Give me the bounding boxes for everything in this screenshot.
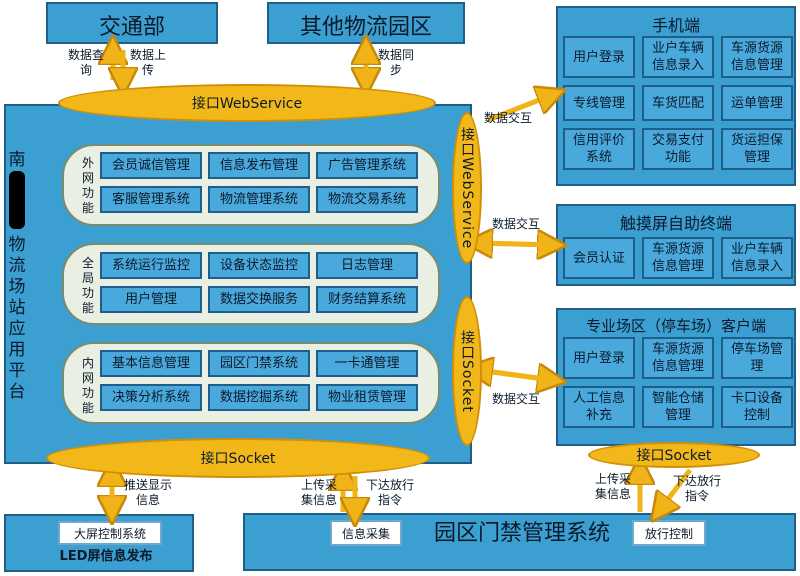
platform-title-char: 南: [8, 150, 26, 170]
mobile-title: 手机端: [651, 16, 700, 35]
platform-title-char: 用: [8, 340, 26, 360]
right-webservice-label: 接口WebService: [459, 126, 475, 250]
gate-upload-label: 上传采 集信息: [594, 472, 631, 501]
other-sync-label: 数据同 步: [377, 48, 414, 77]
log-management-button[interactable]: 日志管理: [316, 252, 418, 279]
bottom-socket-interface: 接口Socket: [46, 438, 430, 478]
platform-title: 南 物 流 场 站 应 用 平 台: [6, 150, 28, 403]
gate-system-title: 园区门禁管理系统: [433, 521, 610, 546]
parking-lot-button[interactable]: 停车场管 理: [721, 337, 793, 379]
transport-query-label: 数据查 询: [67, 48, 104, 77]
user-management-button[interactable]: 用户管理: [100, 286, 202, 313]
manual-info-button[interactable]: 人工信息 补充: [563, 386, 635, 428]
kiosk-cargo-info-button[interactable]: 车源货源 信息管理: [642, 237, 714, 279]
top-webservice-interface: 接口WebService: [58, 84, 436, 122]
property-lease-button[interactable]: 物业租赁管理: [316, 384, 418, 411]
kiosk-exchange-label: 数据交互: [491, 217, 540, 231]
mobile-match-button[interactable]: 车货匹配: [642, 85, 714, 121]
parking-cargo-info-button[interactable]: 车源货源 信息管理: [642, 337, 714, 379]
platform-title-char: 流: [8, 256, 26, 276]
smart-storage-button[interactable]: 智能仓储 管理: [642, 386, 714, 428]
mobile-vehicle-entry-button[interactable]: 业户车辆 信息录入: [642, 36, 714, 78]
mobile-waybill-button[interactable]: 运单管理: [721, 85, 793, 121]
mobile-cargo-info-button[interactable]: 车源货源 信息管理: [721, 36, 793, 78]
parking-title: 专业场区（停车场）客户端: [585, 317, 766, 335]
right-socket-label: 接口Socket: [459, 329, 475, 413]
upload-collect-label: 上传采 集信息: [300, 478, 337, 507]
device-status-button[interactable]: 设备状态监控: [208, 252, 310, 279]
transport-upload-label: 数据上 传: [129, 48, 166, 77]
release-command-label: 下达放行 指令: [365, 478, 414, 507]
park-gate-system-button[interactable]: 园区门禁系统: [208, 350, 310, 377]
gate-command-label: 下达放行 指令: [672, 474, 721, 503]
platform-title-char: 应: [8, 319, 26, 339]
arrow-mobile: [487, 95, 552, 123]
data-mining-button[interactable]: 数据挖掘系统: [208, 384, 310, 411]
decision-analysis-button[interactable]: 决策分析系统: [100, 384, 202, 411]
right-webservice-interface: 接口WebService: [452, 112, 482, 264]
ad-management-button[interactable]: 广告管理系统: [316, 152, 418, 179]
logistics-management-button[interactable]: 物流管理系统: [208, 186, 310, 213]
platform-title-char: 物: [8, 235, 26, 255]
info-publish-button[interactable]: 信息发布管理: [208, 152, 310, 179]
data-exchange-button[interactable]: 数据交换服务: [208, 286, 310, 313]
parking-exchange-label: 数据交互: [491, 392, 540, 406]
global-functions-label: 全局 功能: [81, 256, 94, 315]
basic-info-button[interactable]: 基本信息管理: [100, 350, 202, 377]
internal-functions-label: 内网 功能: [81, 356, 94, 415]
platform-title-char: 台: [8, 382, 26, 402]
mobile-exchange-label: 数据交互: [483, 111, 532, 125]
mobile-route-button[interactable]: 专线管理: [563, 85, 635, 121]
parking-login-button[interactable]: 用户登录: [563, 337, 635, 379]
platform-title-char: 场: [8, 277, 26, 297]
kiosk-vehicle-entry-button[interactable]: 业户车辆 信息录入: [721, 237, 793, 279]
kiosk-title: 触摸屏自助终端: [619, 214, 732, 233]
system-monitor-button[interactable]: 系统运行监控: [100, 252, 202, 279]
external-functions-label: 外网 功能: [81, 156, 94, 215]
info-collect-button[interactable]: 信息采集: [330, 520, 402, 546]
push-display-label: 推送显示 信息: [123, 478, 172, 507]
platform-title-char: 平: [8, 361, 26, 381]
mobile-payment-button[interactable]: 交易支付 功能: [642, 128, 714, 170]
mobile-credit-button[interactable]: 信用评价 系统: [563, 128, 635, 170]
logistics-trading-button[interactable]: 物流交易系统: [316, 186, 418, 213]
platform-title-char: 站: [8, 298, 26, 318]
smart-card-button[interactable]: 一卡通管理: [316, 350, 418, 377]
arrow-kiosk-back: [478, 243, 553, 245]
checkpoint-control-button[interactable]: 卡口设备 控制: [721, 386, 793, 428]
led-caption: LED屏信息发布: [59, 549, 153, 564]
redacted-mark: [9, 171, 25, 229]
customer-service-button[interactable]: 客服管理系统: [100, 186, 202, 213]
mobile-guarantee-button[interactable]: 货运担保 管理: [721, 128, 793, 170]
finance-settlement-button[interactable]: 财务结算系统: [316, 286, 418, 313]
mobile-login-button[interactable]: 用户登录: [563, 36, 635, 78]
gate-socket-interface: 接口Socket: [588, 442, 760, 468]
member-credit-button[interactable]: 会员诚信管理: [100, 152, 202, 179]
right-socket-interface: 接口Socket: [452, 296, 482, 446]
arrow-gate-command: [660, 468, 692, 510]
kiosk-auth-button[interactable]: 会员认证: [563, 237, 635, 279]
arrow-parking-back: [478, 370, 553, 380]
